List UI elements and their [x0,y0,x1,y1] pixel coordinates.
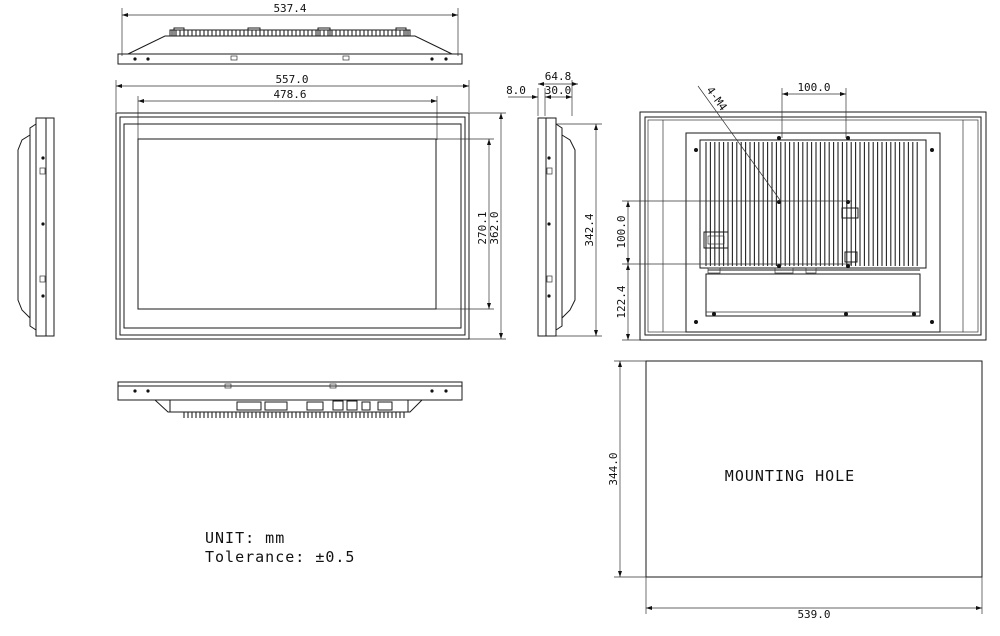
dim-side-height: 342.4 [583,213,596,246]
dim-cutout-height: 344.0 [607,452,620,485]
dim-side-bezel: 8.0 [506,84,526,97]
unit-note: UNIT: mm [205,529,285,547]
tolerance-note: Tolerance: ±0.5 [205,548,355,566]
dim-front-outer-height: 362.0 [488,211,501,244]
right-side-view: 8.0 30.0 64.8 342.4 [506,70,602,337]
dim-front-outer-width: 557.0 [275,73,308,86]
top-view: 537.4 [117,2,463,65]
dim-rear-hole-spacing-v: 100.0 [615,215,628,248]
rear-heatsink-fins [705,142,918,266]
bottom-view [117,381,463,418]
left-side-view [17,117,55,337]
dim-cutout-width: 539.0 [797,608,830,621]
top-heatsink-fins [171,30,409,36]
bottom-heatsink-fins [183,412,405,418]
front-view: 557.0 478.6 270.1 362.0 [115,73,506,340]
dim-front-screen-height: 270.1 [476,211,489,244]
dim-front-screen-width: 478.6 [273,88,306,101]
dim-top-width: 537.4 [273,2,306,15]
rear-view: 100.0 4-M4 100.0 122.4 [615,81,987,341]
dim-side-offset: 30.0 [545,84,572,97]
dim-side-depth: 64.8 [545,70,572,83]
dim-rear-bottom-offset: 122.4 [615,285,628,318]
mounting-hole-cutout: 344.0 539.0 MOUNTING HOLE [607,360,983,621]
mounting-hole-label: MOUNTING HOLE [725,467,855,485]
dim-rear-hole-spacing-h: 100.0 [797,81,830,94]
